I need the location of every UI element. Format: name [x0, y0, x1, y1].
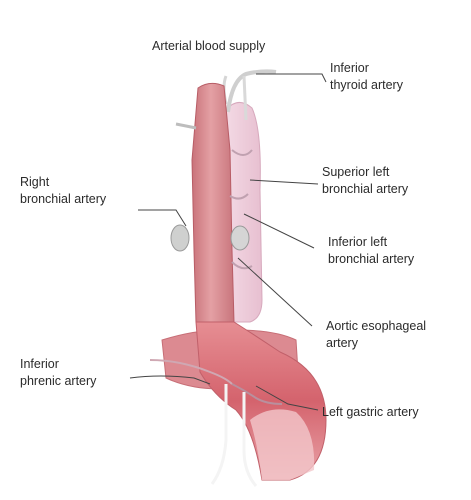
right-bronchial-node	[171, 225, 189, 251]
superior-left-bronchial-artery-label: Superior left bronchial artery	[322, 164, 408, 198]
left-gastric-artery-label: Left gastric artery	[322, 404, 419, 421]
title-label: Arterial blood supply	[152, 38, 265, 55]
aortic-esophageal-artery-label: Aortic esophageal artery	[326, 318, 426, 352]
inferior-phrenic-artery-label: Inferior phrenic artery	[20, 356, 96, 390]
inferior-thyroid-artery-label: Inferior thyroid artery	[330, 60, 403, 94]
inferior-left-bronchial-artery-label: Inferior left bronchial artery	[328, 234, 414, 268]
right-bronchial-artery-label: Right bronchial artery	[20, 174, 106, 208]
left-bronchial-node	[231, 226, 249, 250]
